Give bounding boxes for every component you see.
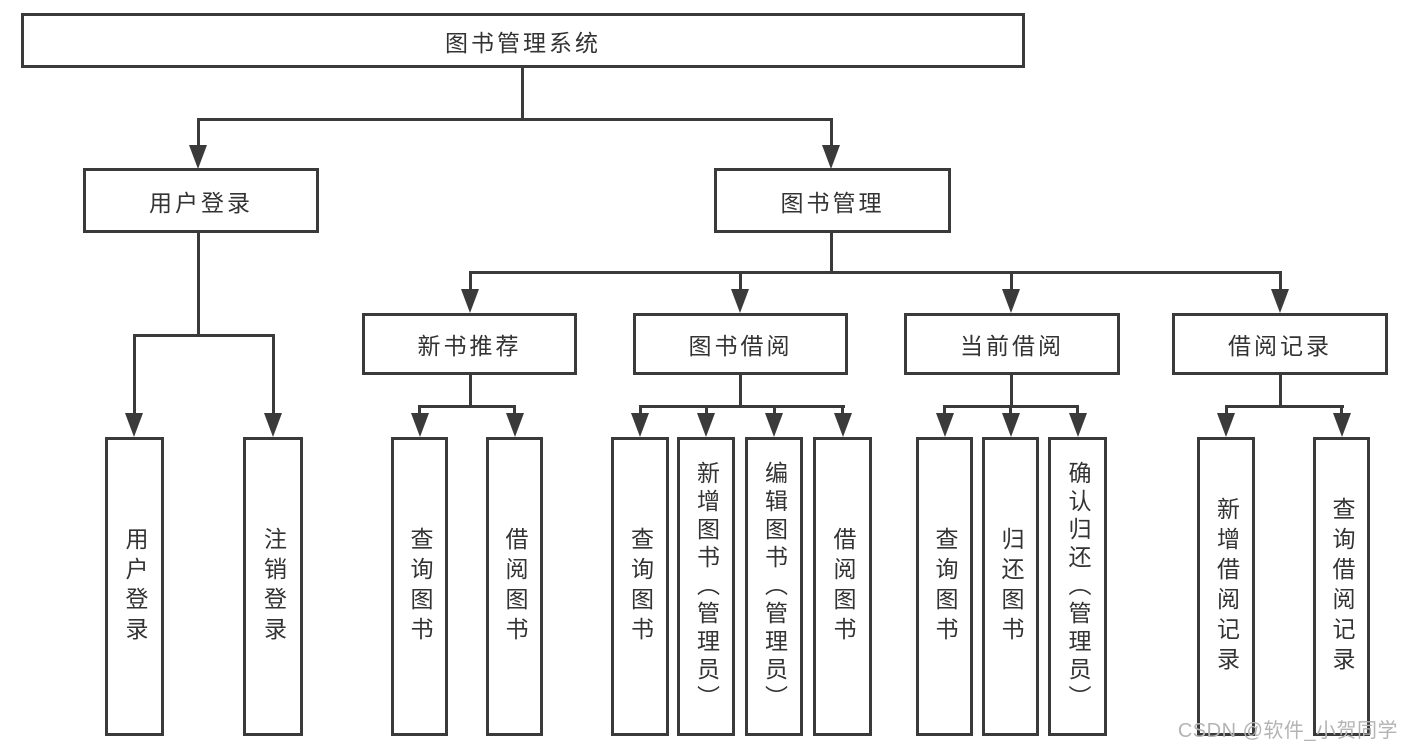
node-label: 归还图书 <box>998 526 1024 647</box>
arrow-down-icon <box>697 413 715 437</box>
node-label: 注销登录 <box>260 526 287 647</box>
node-label: 查询借阅记录 <box>1329 496 1355 677</box>
arrow-down-icon <box>1002 289 1020 313</box>
arrow-down-icon <box>822 145 840 169</box>
connector-line <box>704 405 708 415</box>
leaf-query-books-current: 查询图书 <box>916 437 973 736</box>
connector-line <box>1224 405 1344 408</box>
arrow-down-icon <box>461 289 479 313</box>
node-book-borrowing: 图书借阅 <box>633 313 848 375</box>
connector-line <box>197 118 833 121</box>
node-label: 查询图书 <box>407 526 433 647</box>
node-user-login: 用户登录 <box>83 168 319 233</box>
arrow-down-icon <box>631 413 649 437</box>
node-book-management: 图书管理 <box>714 168 951 233</box>
arrow-down-icon <box>410 413 429 437</box>
connector-line <box>1340 405 1343 415</box>
arrow-down-icon <box>833 413 852 437</box>
connector-line <box>841 405 844 415</box>
node-label: 图书管理系统 <box>445 29 601 56</box>
connector-line <box>468 271 472 291</box>
node-label: 编辑图书（管理员） <box>761 460 788 713</box>
node-label: 确认归还（管理员） <box>1065 460 1091 713</box>
connector-line <box>132 334 136 415</box>
node-label: 图书借阅 <box>688 333 793 359</box>
connector-line <box>521 68 524 120</box>
leaf-logout: 注销登录 <box>243 437 303 736</box>
connector-line <box>513 405 516 415</box>
node-root-library-management-system: 图书管理系统 <box>21 13 1025 68</box>
connector-line <box>1076 405 1079 415</box>
arrow-down-icon <box>1217 413 1235 437</box>
arrow-down-icon <box>189 145 207 169</box>
connector-line <box>468 271 1282 274</box>
leaf-add-borrow-record: 新增借阅记录 <box>1197 437 1255 736</box>
connector-line <box>738 271 742 291</box>
connector-line <box>1278 375 1282 408</box>
node-label: 新书推荐 <box>417 333 522 359</box>
leaf-query-books-borrowing: 查询图书 <box>611 437 669 736</box>
connector-line <box>1009 405 1012 415</box>
connector-line <box>829 233 833 274</box>
leaf-query-borrow-record: 查询借阅记录 <box>1313 437 1370 736</box>
arrow-down-icon <box>935 413 954 437</box>
node-label: 图书管理 <box>780 189 885 216</box>
leaf-borrow-books-recommend: 借阅图书 <box>486 437 543 736</box>
arrow-down-icon <box>1332 413 1351 437</box>
connector-line <box>638 405 642 415</box>
arrow-down-icon <box>1068 413 1087 437</box>
leaf-confirm-return-admin: 确认归还（管理员） <box>1048 437 1107 736</box>
connector-line <box>418 405 421 415</box>
node-label: 查询图书 <box>932 526 958 647</box>
leaf-query-books-recommend: 查询图书 <box>391 437 448 736</box>
arrow-down-icon <box>731 289 749 313</box>
node-label: 用户登录 <box>149 189 253 216</box>
connector-line <box>1224 405 1228 415</box>
node-label: 借阅图书 <box>830 526 856 647</box>
connector-line <box>772 405 776 415</box>
connector-line <box>1009 375 1013 408</box>
node-label: 新增借阅记录 <box>1213 496 1240 677</box>
node-borrowing-records: 借阅记录 <box>1172 313 1388 375</box>
leaf-add-book-admin: 新增图书（管理员） <box>677 437 735 736</box>
arrow-down-icon <box>1001 413 1020 437</box>
node-label: 借阅记录 <box>1228 333 1332 359</box>
connector-line <box>829 118 833 148</box>
node-label: 借阅图书 <box>502 526 528 647</box>
csdn-watermark: CSDN @软件_小贺同学 <box>1177 720 1398 742</box>
connector-line <box>638 405 845 408</box>
node-label: 新增图书（管理员） <box>693 460 720 713</box>
arrow-down-icon <box>765 413 783 437</box>
arrow-down-icon <box>1271 289 1289 313</box>
leaf-edit-book-admin: 编辑图书（管理员） <box>745 437 803 736</box>
connector-line <box>132 334 275 337</box>
connector-line <box>196 118 200 148</box>
connector-line <box>1278 271 1282 291</box>
connector-line <box>738 375 742 408</box>
connector-line <box>1009 271 1013 291</box>
node-current-borrowing: 当前借阅 <box>904 313 1120 375</box>
node-label: 当前借阅 <box>960 333 1064 359</box>
arrow-down-icon <box>505 413 524 437</box>
connector-line <box>943 405 946 415</box>
connector-line <box>197 233 200 337</box>
connector-line <box>418 405 516 408</box>
connector-line <box>468 375 472 408</box>
leaf-user-login: 用户登录 <box>105 437 164 736</box>
connector-line <box>271 334 275 415</box>
node-label: 用户登录 <box>122 526 148 647</box>
leaf-return-books: 归还图书 <box>982 437 1039 736</box>
leaf-borrow-books-borrowing: 借阅图书 <box>813 437 872 736</box>
node-new-book-recommendation: 新书推荐 <box>362 313 577 375</box>
arrow-down-icon <box>264 413 282 437</box>
node-label: 查询图书 <box>627 526 654 647</box>
arrow-down-icon <box>125 413 143 437</box>
